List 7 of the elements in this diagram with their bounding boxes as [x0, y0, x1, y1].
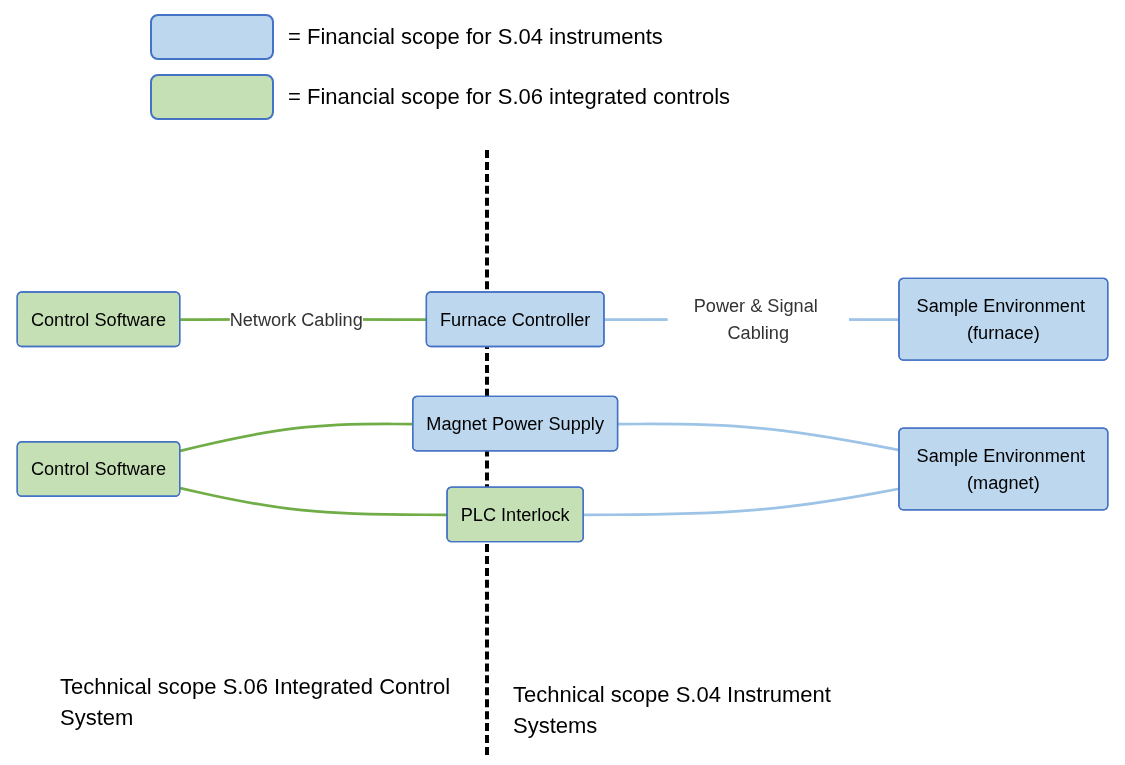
legend-text: = Financial scope for S.04 instruments — [288, 24, 663, 50]
edge-label: Power & Signal Cabling — [693, 295, 818, 343]
legend-text: = Financial scope for S.06 integrated controls — [288, 84, 731, 110]
scope-note: Technical scope S.06 Integrated Control System — [60, 673, 452, 732]
edge-label: Network Cabling — [229, 309, 363, 330]
scope-note: Technical scope S.04 Instrument Systems — [513, 681, 832, 740]
connector — [179, 486, 448, 517]
